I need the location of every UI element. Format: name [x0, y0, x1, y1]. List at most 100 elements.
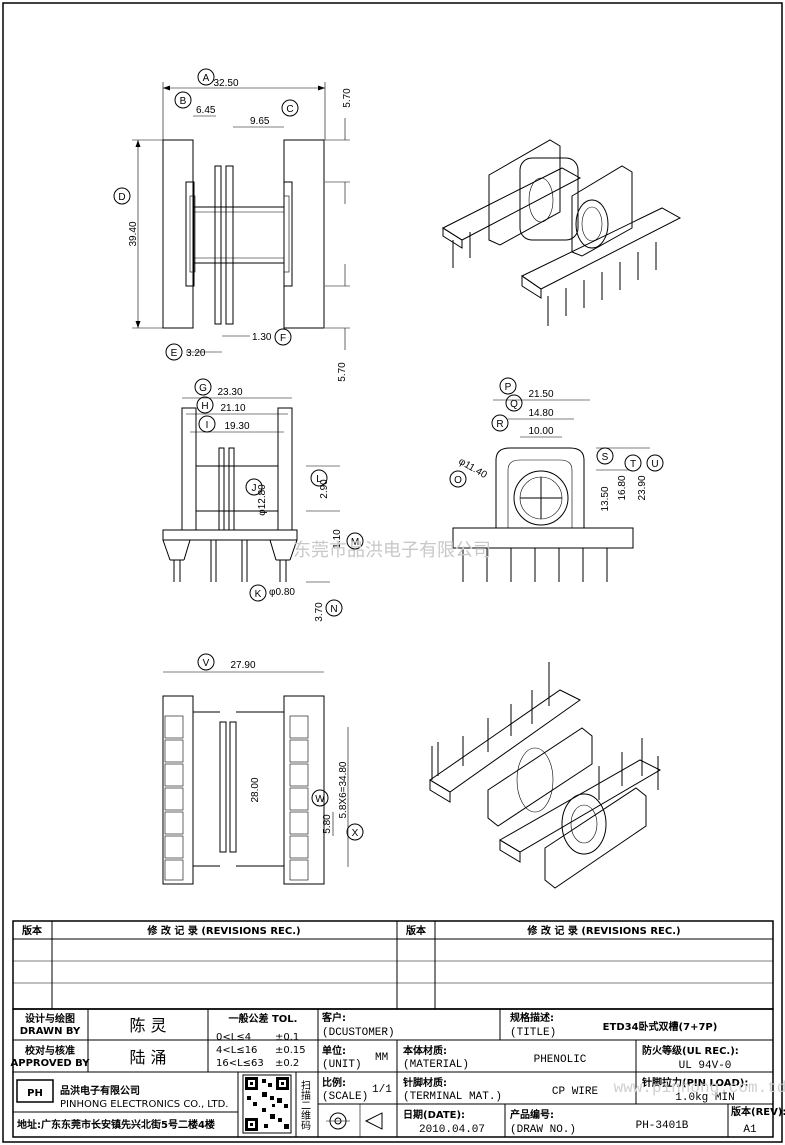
dim-9-65: 9.65	[250, 116, 270, 127]
dim-3-20: 3.20	[186, 348, 206, 359]
revisions-table: 版本 修 改 记 录 (REVISIONS REC.) 版本 修 改 记 录 (…	[12, 920, 774, 1010]
rev-header-version-2: 版本	[406, 924, 427, 937]
dim-3-70: 3.70	[314, 602, 325, 622]
dim-27-90: 27.90	[230, 660, 255, 671]
balloon-q: Q	[510, 399, 518, 410]
unit-value: MM	[375, 1052, 388, 1064]
approver-name: 陆 涌	[129, 1048, 166, 1067]
scale-value: 1/1	[372, 1084, 392, 1096]
check-label-cn: 校对与核准	[25, 1044, 75, 1057]
dim-16-80: 16.80	[617, 475, 628, 500]
balloon-a: A	[203, 73, 210, 84]
balloon-m: M	[351, 537, 359, 548]
customer-label: 客户:	[321, 1011, 346, 1024]
tol-range-2: 4<L≤16	[216, 1045, 257, 1056]
balloon-h: H	[201, 401, 208, 412]
dim-13-50: 13.50	[600, 486, 611, 511]
bottom-pin-rows	[164, 715, 309, 881]
balloon-b: B	[180, 96, 187, 107]
rev-value: A1	[743, 1124, 757, 1136]
balloon-l: L	[316, 474, 322, 485]
scale-label-cn: 比例:	[322, 1076, 346, 1089]
top-view: 32.50 6.45 9.65 39.40 5.70 5.70 3.20 1.3…	[113, 68, 353, 382]
rev-header-version-1: 版本	[22, 924, 43, 937]
top-right-flange	[283, 139, 325, 329]
title-label-cn: 规格描述:	[510, 1011, 554, 1024]
dim-5-8x6-34-80: 5.8X6=34.80	[338, 761, 349, 818]
material-label-cn: 本体材质:	[403, 1044, 447, 1057]
rev-header-record-2: 修 改 记 录 (REVISIONS REC.)	[526, 924, 680, 937]
qr-code	[242, 1074, 292, 1134]
balloon-v: V	[203, 658, 210, 669]
dim-2-90: 2.90	[319, 479, 330, 499]
projection-symbol	[326, 1112, 383, 1130]
iso-view-top	[441, 139, 682, 326]
dim-10-00: 10.00	[528, 426, 553, 437]
qr-caption: 扫描二维码	[299, 1079, 311, 1131]
balloon-n: N	[330, 604, 337, 615]
dim-21-10: 21.10	[220, 403, 245, 414]
watermark-cn: 东莞市品洪电子有限公司	[293, 540, 491, 561]
watermark-url: www.pinhong.com.td	[614, 1079, 785, 1097]
dim-5-70-bottom: 5.70	[337, 362, 348, 382]
company-name-cn: 品洪电子有限公司	[60, 1084, 140, 1097]
rev-label: 版本(REV):	[731, 1105, 785, 1118]
balloon-s: S	[602, 452, 609, 463]
balloon-f: F	[280, 333, 286, 344]
customer-value: (DCUSTOMER)	[322, 1027, 395, 1039]
balloon-u: U	[651, 459, 658, 470]
balloon-p: P	[505, 382, 512, 393]
dim-14-80: 14.80	[528, 408, 553, 419]
front-view: 23.30 21.10 19.30 φ12.80 2.90 1.10 φ0.80…	[162, 378, 364, 622]
top-left-flange	[162, 139, 194, 329]
balloon-d: D	[118, 192, 125, 203]
tol-range-3: 16<L≤63	[216, 1058, 264, 1069]
unit-label-cn: 单位:	[322, 1044, 346, 1057]
fire-label: 防火等级(UL REC.):	[642, 1044, 739, 1057]
designer-name: 陈 灵	[129, 1016, 166, 1035]
check-label-en: APPROVED BY	[11, 1058, 91, 1069]
dim-phi-0-80: φ0.80	[269, 587, 295, 598]
balloon-t: T	[630, 459, 636, 470]
drawno-value: PH-3401B	[636, 1120, 689, 1132]
company-logo: PH	[16, 1079, 54, 1103]
balloon-w: W	[315, 794, 325, 805]
fire-value: UL 94V-0	[679, 1060, 732, 1072]
dim-28-00: 28.00	[250, 777, 261, 802]
balloon-e: E	[171, 348, 178, 359]
bottom-view: 27.90 28.00 5.80 5.8X6=34.80 V W X	[162, 653, 364, 885]
svg-text:PH: PH	[27, 1088, 43, 1099]
title-value: ETD34卧式双槽(7+7P)	[603, 1020, 718, 1033]
dim-6-45: 6.45	[196, 105, 216, 116]
terminal-label-en: (TERMINAL MAT.)	[403, 1091, 502, 1103]
balloon-g: G	[199, 383, 207, 394]
dim-39-40: 39.40	[128, 221, 139, 246]
dim-21-50: 21.50	[528, 389, 553, 400]
drawno-label-en: (DRAW NO.)	[510, 1124, 576, 1136]
pinload-label: 针脚拉力(PIN LOAD):	[642, 1076, 748, 1089]
dim-phi-12-80: φ12.80	[257, 484, 268, 516]
design-label-en: DRAWN BY	[20, 1026, 81, 1037]
iso-view-bottom	[429, 662, 662, 889]
material-value: PHENOLIC	[534, 1054, 587, 1066]
balloon-r: R	[496, 419, 503, 430]
company-address: 地址:广东东莞市长安镇先兴北街5号二楼4楼	[17, 1118, 215, 1131]
dim-23-30: 23.30	[217, 387, 242, 398]
unit-label-en: (UNIT)	[322, 1059, 362, 1071]
tol-range-1: 0<L≤4	[216, 1032, 251, 1043]
drawno-label-cn: 产品编号:	[510, 1108, 554, 1121]
tol-value-1: ±0.1	[275, 1032, 299, 1043]
balloon-i: I	[206, 420, 209, 431]
pinload-value: 1.0kg MIN	[675, 1092, 734, 1104]
terminal-label-cn: 针脚材质:	[403, 1076, 447, 1089]
balloon-k: K	[255, 589, 262, 600]
dim-32-50: 32.50	[213, 78, 238, 89]
title-block: 设计与绘图 DRAWN BY 陈 灵 校对与核准 APPROVED BY 陆 涌…	[11, 1008, 785, 1138]
company-name-en: PINHONG ELECTRONICS CO., LTD.	[60, 1099, 228, 1110]
balloon-j: J	[252, 483, 257, 494]
date-value: 2010.04.07	[419, 1124, 485, 1136]
tol-value-2: ±0.15	[275, 1045, 306, 1056]
balloon-o: O	[454, 475, 462, 486]
balloon-c: C	[286, 104, 293, 115]
